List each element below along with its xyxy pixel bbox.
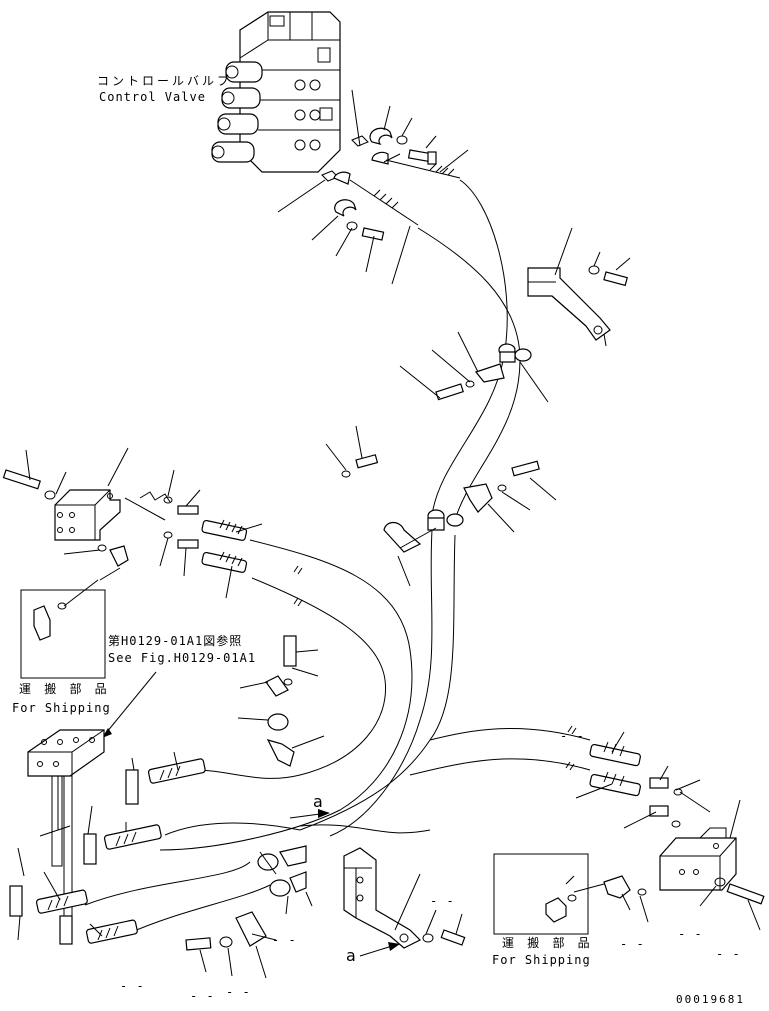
control-valve-en-label: Control Valve xyxy=(99,90,206,104)
callout-a-bottom: a xyxy=(346,946,356,965)
callout-a-top-line xyxy=(289,813,321,819)
dash-mark: - - xyxy=(272,933,297,947)
dash-mark: - - xyxy=(560,729,585,743)
mid-hardware xyxy=(325,331,557,587)
dash-mark: - - xyxy=(120,979,145,993)
hose-bundle xyxy=(84,179,591,936)
dash-mark: - - xyxy=(226,985,251,999)
lower-bracket xyxy=(343,847,466,949)
upper-bracket xyxy=(527,227,631,347)
valve-fittings xyxy=(321,127,461,241)
lower-center-hardware xyxy=(185,845,313,979)
dash-mark: - - xyxy=(190,989,215,1003)
callout-a-top: a xyxy=(313,792,323,811)
shipping-box-left xyxy=(20,579,106,679)
control-valve-jp-label: コントロールバルブ xyxy=(97,73,232,88)
hose-clamps xyxy=(427,343,532,531)
see-fig-leader xyxy=(101,671,157,739)
shipping-left-en-label: For Shipping xyxy=(12,701,111,715)
left-manifold xyxy=(9,729,206,945)
right-block xyxy=(575,731,765,931)
center-left-hardware xyxy=(237,635,325,767)
shipping-left-jp-label: 運 搬 部 品 xyxy=(19,681,110,696)
callout-a-top-arrow xyxy=(318,809,330,818)
control-valve xyxy=(211,11,341,173)
dash-mark: - - xyxy=(620,937,645,951)
dash-mark: - - xyxy=(430,894,455,908)
hose-break-marks xyxy=(293,565,577,771)
shipping-box-right xyxy=(493,853,649,935)
left-block xyxy=(2,447,263,599)
drawing-number: 00019681 xyxy=(676,993,745,1006)
dash-mark: - - xyxy=(716,947,741,961)
callout-a-bottom-line xyxy=(359,945,393,957)
callout-a-bottom-arrow xyxy=(388,942,400,951)
shipping-right-jp-label: 運 搬 部 品 xyxy=(502,935,593,950)
see-fig-en-label: See Fig.H0129-01A1 xyxy=(108,651,256,665)
see-fig-jp-label: 第H0129-01A1図参照 xyxy=(108,633,242,648)
shipping-right-en-label: For Shipping xyxy=(492,953,591,967)
dash-mark: - - xyxy=(678,927,703,941)
leader-lines-valve xyxy=(277,89,469,285)
